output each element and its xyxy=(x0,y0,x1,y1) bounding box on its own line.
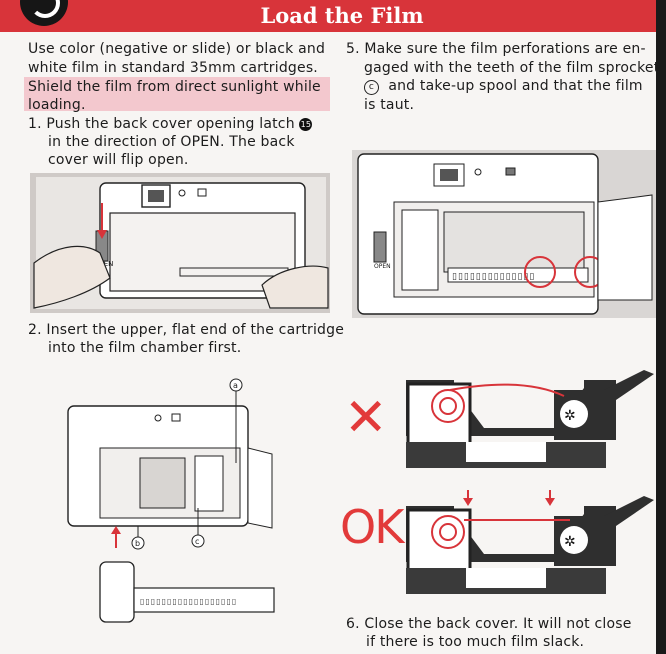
step1-line-1: 1. Push the back cover opening latch 15 xyxy=(28,115,313,134)
step2-line-1: 2. Insert the upper, flat end of the car… xyxy=(28,322,345,338)
label-c-symbol: c xyxy=(364,80,379,95)
label-a: a xyxy=(233,381,238,390)
step6-line-1: 6. Close the back cover. It will not clo… xyxy=(346,616,632,632)
incorrect-loading-diagram: ✲ xyxy=(406,370,654,468)
svg-text:▯▯▯▯▯▯▯▯▯▯▯▯▯▯: ▯▯▯▯▯▯▯▯▯▯▯▯▯▯ xyxy=(452,272,535,282)
warning-line-1: Shield the film from direct sunlight whi… xyxy=(28,79,321,95)
title-banner: Load the Film xyxy=(0,0,656,32)
camera-back-latch-illustration: OPEN xyxy=(30,173,330,313)
step5-line-2: gaged with the teeth of the film sprocke… xyxy=(364,60,660,76)
intro-line-1: Use color (negative or slide) or black a… xyxy=(28,41,326,57)
open-label-2: OPEN xyxy=(374,263,391,270)
step5-line-1: 5. Make sure the film perforations are e… xyxy=(346,41,646,57)
ok-mark: OK xyxy=(340,500,404,554)
wrong-mark: ✕ xyxy=(344,388,388,448)
intro-line-2: white film in standard 35mm cartridges. xyxy=(28,60,318,76)
warning-highlight xyxy=(24,77,330,111)
step5-line-4: is taut. xyxy=(364,97,415,113)
step2-line-2: into the film chamber first. xyxy=(48,340,242,356)
svg-text:✲: ✲ xyxy=(564,408,576,424)
label-b: b xyxy=(135,539,140,548)
step5-text: and take-up spool and that the film xyxy=(388,78,643,94)
film-sprocket-illustration: OPEN ▯▯▯▯▯▯▯▯▯▯▯▯▯▯ xyxy=(352,150,656,318)
warning-line-2: loading. xyxy=(28,97,86,113)
correct-loading-diagram: ✲ xyxy=(406,490,654,594)
step6-line-2: if there is too much film slack. xyxy=(366,634,585,650)
page-edge xyxy=(656,0,666,654)
page-title: Load the Film xyxy=(260,3,424,28)
step5-line-3: c and take-up spool and that the film xyxy=(364,77,643,96)
svg-text:✲: ✲ xyxy=(564,534,576,550)
label-c: c xyxy=(195,537,199,546)
step1-line-3: cover will flip open. xyxy=(48,152,189,168)
step1-text: 1. Push the back cover opening latch xyxy=(28,116,295,132)
svg-text:▯▯▯▯▯▯▯▯▯▯▯▯▯▯▯▯▯▯: ▯▯▯▯▯▯▯▯▯▯▯▯▯▯▯▯▯▯ xyxy=(140,597,237,606)
reference-badge: 15 xyxy=(299,118,313,131)
step1-line-2: in the direction of OPEN. The back xyxy=(48,134,295,150)
cartridge-insertion-illustration: a b c ▯▯▯▯▯▯▯▯▯▯▯▯▯▯▯▯▯▯ xyxy=(67,378,275,623)
